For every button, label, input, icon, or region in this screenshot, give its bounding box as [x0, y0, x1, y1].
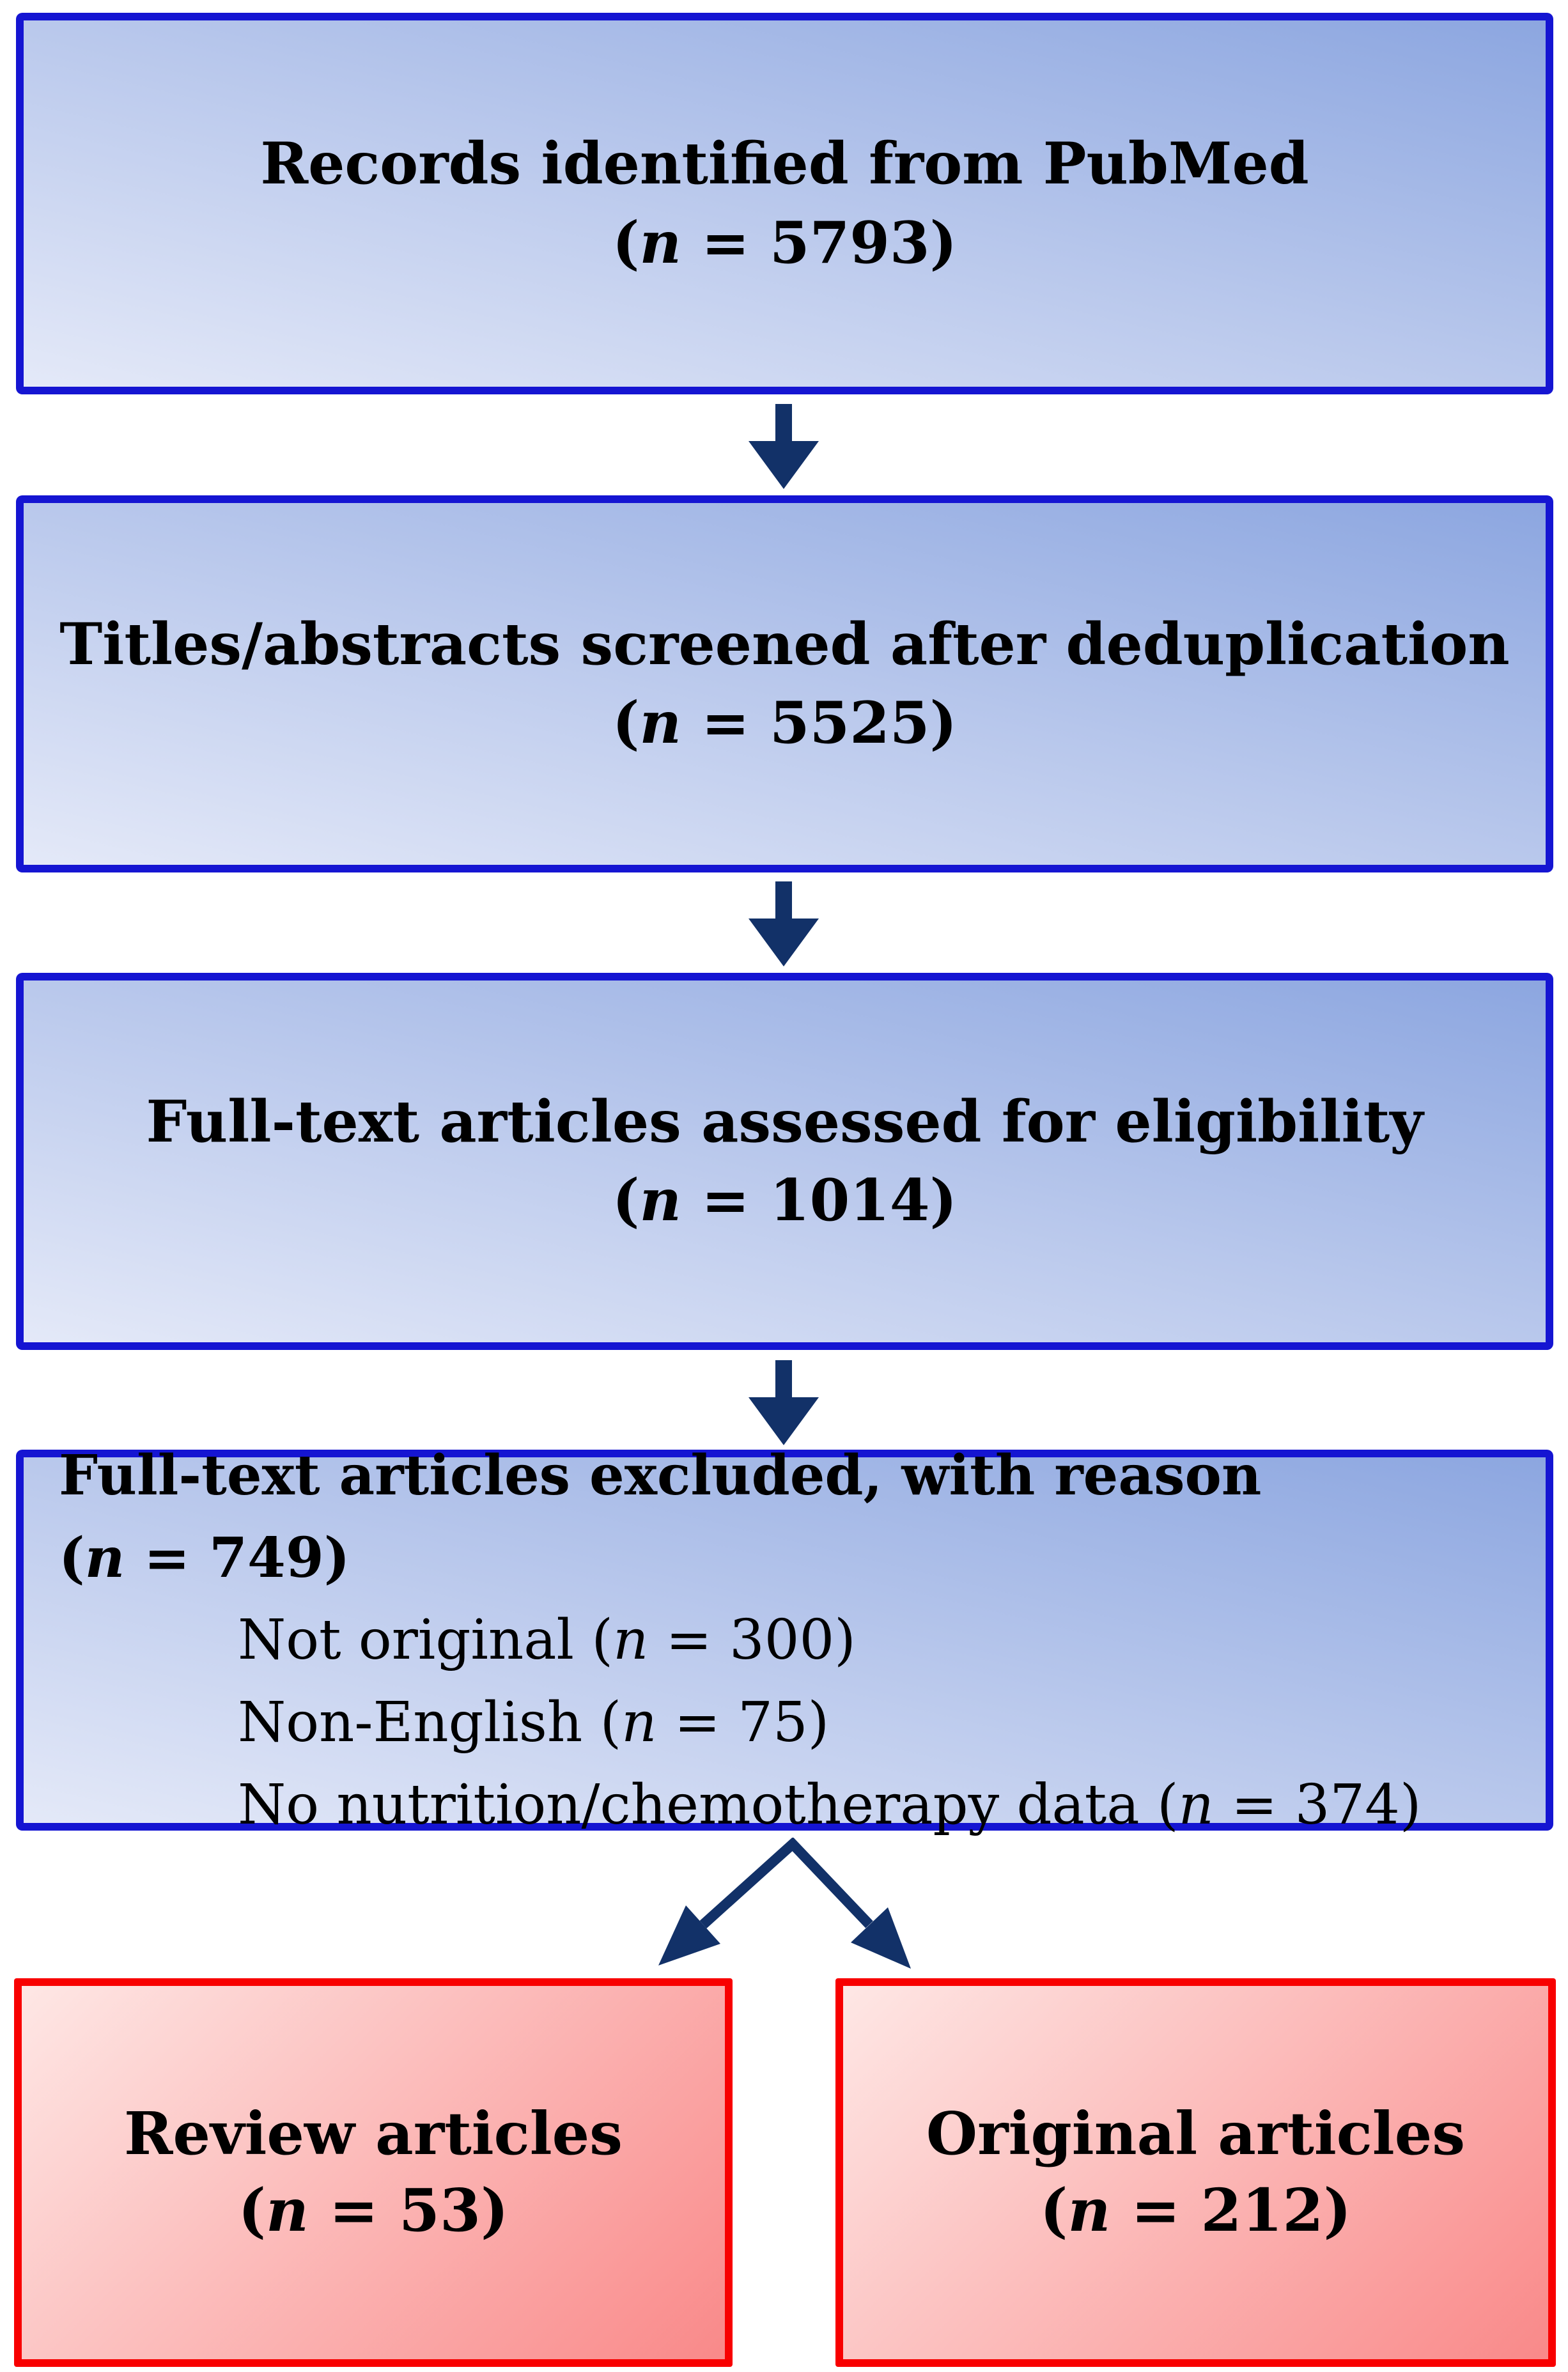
- split-arrow-icon: [658, 1838, 911, 1969]
- box-records-identified: Records identified from PubMed (n = 5793…: [16, 13, 1553, 394]
- box-label: Records identified from PubMed: [260, 130, 1309, 198]
- box-label: Original articles: [926, 2099, 1466, 2169]
- n-count: (n = 212): [1039, 2176, 1352, 2245]
- n-count: (n = 5525): [612, 689, 958, 757]
- box-label: Full-text articles assessed for eligibil…: [146, 1087, 1424, 1156]
- box-fulltext-excluded: Full-text articles excluded, with reason…: [16, 1443, 1553, 1837]
- excluded-reason: No nutrition/chemotherapy data (n = 374): [238, 1772, 1422, 1837]
- excluded-reason: Non-English (n = 75): [238, 1690, 830, 1755]
- n-count: (n = 749): [59, 1525, 350, 1590]
- down-arrow-icon: [749, 1360, 819, 1445]
- down-arrow-icon: [749, 881, 819, 966]
- down-arrow-icon: [749, 404, 819, 489]
- box-label: Review articles: [124, 2099, 623, 2169]
- n-count: (n = 374): [1156, 1772, 1422, 1837]
- box-label: Titles/abstracts screened after deduplic…: [59, 610, 1510, 678]
- n-count: (n = 300): [591, 1608, 856, 1672]
- box-titles-screened: Titles/abstracts screened after deduplic…: [16, 495, 1553, 872]
- n-count: (n = 75): [600, 1690, 830, 1755]
- box-review-articles: Review articles (n = 53): [14, 1978, 733, 2367]
- box-fulltext-assessed: Full-text articles assessed for eligibil…: [16, 973, 1553, 1350]
- n-count: (n = 5793): [612, 208, 958, 277]
- n-count: (n = 53): [238, 2176, 509, 2245]
- excluded-reason: Not original (n = 300): [238, 1608, 856, 1672]
- excluded-header: Full-text articles excluded, with reason…: [59, 1443, 1262, 1590]
- box-original-articles: Original articles (n = 212): [835, 1978, 1556, 2367]
- n-count: (n = 1014): [612, 1167, 958, 1234]
